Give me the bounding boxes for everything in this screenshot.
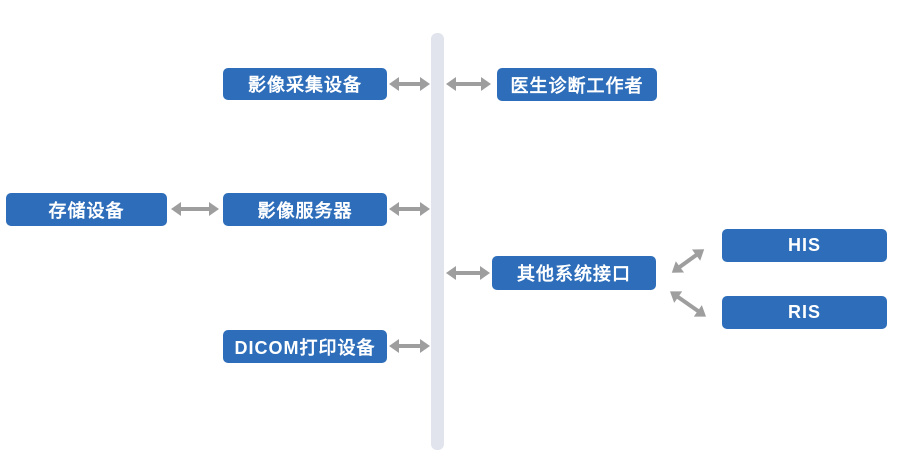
arrow-shaft	[675, 294, 701, 314]
arrow-storage-to-server	[171, 202, 219, 216]
node-ris: RIS	[722, 296, 887, 329]
arrow-interface-to-his	[668, 244, 709, 279]
node-image-acquisition-device-label: 影像采集设备	[248, 75, 362, 95]
arrow-acquisition-to-bus	[389, 77, 430, 91]
arrow-dicom-to-bus	[389, 339, 430, 353]
arrow-shaft	[397, 207, 422, 211]
arrow-interface-to-ris	[666, 286, 710, 323]
arrow-shaft	[454, 82, 483, 86]
node-storage-device: 存储设备	[6, 193, 167, 226]
node-image-server-label: 影像服务器	[257, 200, 353, 221]
arrow-bus-to-interface	[446, 266, 490, 280]
arrow-server-to-bus	[389, 202, 430, 216]
node-doctor-diagnosis-worker: 医生诊断工作者	[497, 68, 657, 101]
node-other-system-interface-label: 其他系统接口	[517, 264, 631, 284]
node-his-label: HIS	[787, 235, 821, 255]
node-dicom-print-device-label: DICOM打印设备	[234, 337, 376, 358]
arrow-shaft	[454, 271, 482, 275]
node-ris-label: RIS	[787, 302, 821, 322]
arrow-shaft	[677, 252, 699, 270]
arrow-shaft	[397, 344, 422, 348]
arrow-bus-to-doctor	[446, 77, 491, 91]
node-storage-device-label: 存储设备	[48, 200, 125, 221]
arrow-shaft	[397, 82, 422, 86]
node-his: HIS	[722, 229, 887, 262]
node-image-acquisition-device: 影像采集设备	[223, 68, 387, 100]
node-image-server: 影像服务器	[223, 193, 387, 226]
node-other-system-interface: 其他系统接口	[492, 256, 656, 290]
network-bus-bar	[431, 33, 444, 450]
arrow-shaft	[179, 207, 211, 211]
node-doctor-diagnosis-worker-label: 医生诊断工作者	[510, 75, 644, 96]
node-dicom-print-device: DICOM打印设备	[223, 330, 387, 363]
